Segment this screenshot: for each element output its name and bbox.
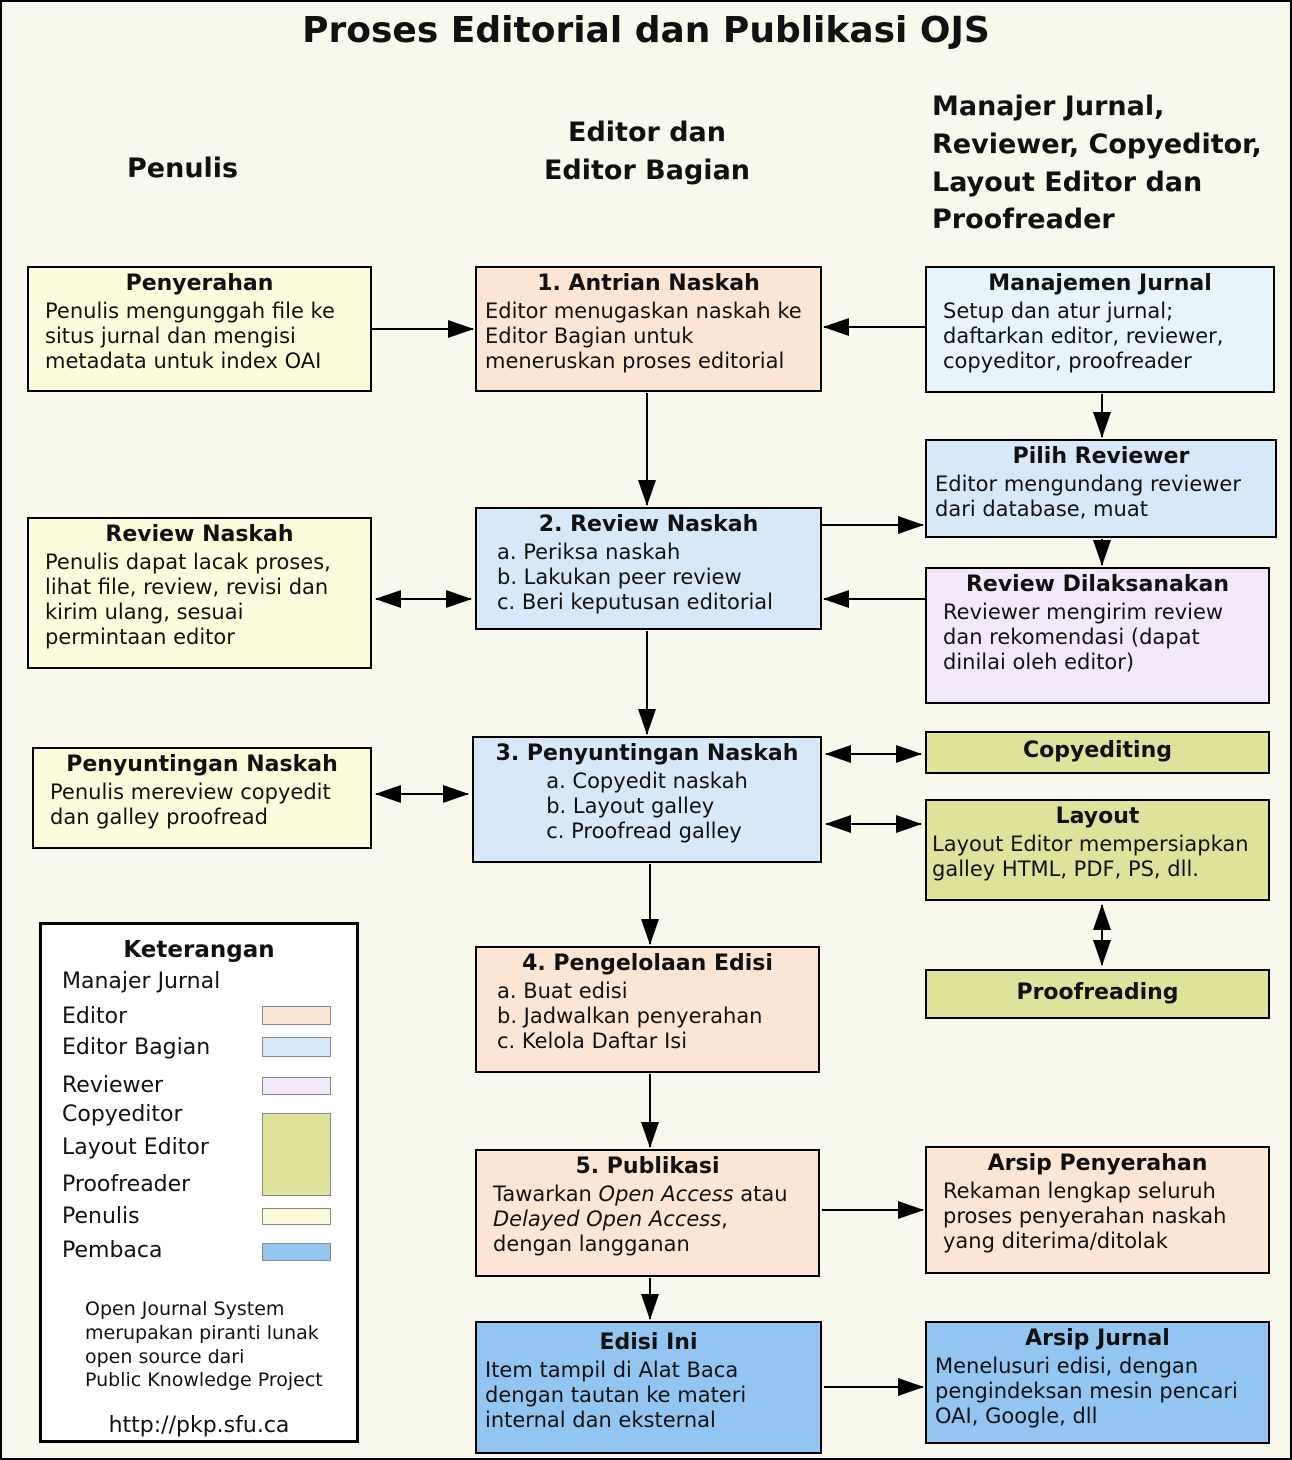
box-body: Reviewer mengirim review dan rekomendasi… <box>943 599 1224 674</box>
box-penyuntingan-penulis: Penyuntingan Naskah Penulis mereview cop… <box>32 747 372 849</box>
box-manajemen-jurnal: Manajemen Jurnal Setup dan atur jurnal; … <box>925 266 1275 393</box>
box-review-dilaksanakan: Review Dilaksanakan Reviewer mengirim re… <box>925 567 1270 704</box>
legend-url: http://pkp.sfu.ca <box>108 1413 290 1438</box>
box-title: Penyuntingan Naskah <box>66 752 338 777</box>
box-title: Review Dilaksanakan <box>965 572 1230 597</box>
box-title: Arsip Penyerahan <box>987 1151 1208 1176</box>
box-title: Copyediting <box>1022 738 1173 763</box>
column-header-manajer: Manajer Jurnal, Reviewer, Copyeditor, La… <box>932 91 1262 236</box>
box-title: Pilih Reviewer <box>1012 444 1190 469</box>
box-body: Menelusuri edisi, dengan pengindeksan me… <box>935 1353 1238 1428</box>
legend-label-layout-editor: Layout Editor <box>62 1135 209 1160</box>
box-list: a. Periksa naskah b. Lakukan peer review… <box>485 540 812 616</box>
box-title: 3. Penyuntingan Naskah <box>495 741 799 766</box>
box-layout: Layout Layout Editor mempersiapkan galle… <box>925 799 1270 901</box>
box-body: Penulis mengunggah file ke situs jurnal … <box>45 298 335 373</box>
legend-label-editor-bagian: Editor Bagian <box>62 1035 211 1060</box>
box-body: Setup dan atur jurnal; daftarkan editor,… <box>943 298 1224 373</box>
box-title: Review Naskah <box>105 522 294 547</box>
box-title: 5. Publikasi <box>575 1154 720 1179</box>
legend-swatch-pembaca <box>262 1243 331 1261</box>
box-title: Manajemen Jurnal <box>988 271 1212 296</box>
box-title: Proofreading <box>1016 980 1179 1005</box>
legend-label-pembaca: Pembaca <box>62 1238 163 1263</box>
box-copyediting: Copyediting <box>925 731 1270 774</box>
list-item: b. Jadwalkan penyerahan <box>497 1003 763 1028</box>
text-run: , <box>721 1206 728 1231</box>
page-title: Proses Editorial dan Publikasi OJS <box>302 10 990 51</box>
box-body: Editor menugaskan naskah ke Editor Bagia… <box>485 298 802 373</box>
box-body: Penulis dapat lacak proses, lihat file, … <box>45 549 331 650</box>
legend-swatch-editor <box>262 1006 331 1025</box>
box-list: a. Buat edisi b. Jadwalkan penyerahan c.… <box>485 979 810 1055</box>
column-header-editor: Editor dan Editor Bagian <box>543 117 751 186</box>
legend-title: Keterangan <box>123 937 275 963</box>
text-run-italic: Open Access <box>598 1181 734 1206</box>
text-run: dengan langganan <box>493 1231 690 1256</box>
legend-swatch-reviewer <box>262 1077 331 1095</box>
box-edisi-ini: Edisi Ini Item tampil di Alat Baca denga… <box>475 1321 822 1454</box>
box-body: Penulis mereview copyedit dan galley pro… <box>50 779 331 829</box>
box-title: Layout <box>1055 804 1140 829</box>
list-item: b. Lakukan peer review <box>497 564 742 589</box>
legend-swatch-editor-bagian <box>262 1037 331 1057</box>
box-penyuntingan-naskah: 3. Penyuntingan Naskah a. Copyedit naska… <box>472 736 822 863</box>
list-item: a. Buat edisi <box>497 978 628 1003</box>
box-body: Layout Editor mempersiapkan galley HTML,… <box>932 831 1249 881</box>
text-run: Tawarkan <box>493 1181 599 1206</box>
column-header-penulis: Penulis <box>127 153 239 184</box>
legend: Keterangan Manajer Jurnal Editor Editor … <box>39 922 359 1443</box>
list-item: a. Periksa naskah <box>497 539 681 564</box>
legend-label-copyeditor: Copyeditor <box>62 1102 183 1127</box>
list-item: b. Layout galley <box>546 793 715 818</box>
legend-footer: Open Journal System merupakan piranti lu… <box>85 1298 323 1392</box>
box-body: Editor mengundang reviewer dari database… <box>935 471 1241 521</box>
legend-swatch-copyeditor-layout-proofreader <box>262 1113 331 1196</box>
legend-label-manajer-jurnal: Manajer Jurnal <box>62 969 221 994</box>
legend-label-reviewer: Reviewer <box>62 1073 164 1098</box>
box-list: a. Copyedit naskah b. Layout galley c. P… <box>546 769 748 845</box>
box-antrian-naskah: 1. Antrian Naskah Editor menugaskan nask… <box>475 266 822 392</box>
box-title: Penyerahan <box>125 271 274 296</box>
box-body: Rekaman lengkap seluruh proses penyeraha… <box>943 1178 1227 1253</box>
box-review-naskah: 2. Review Naskah a. Periksa naskah b. La… <box>475 507 822 630</box>
list-item: a. Copyedit naskah <box>546 768 748 793</box>
box-review-naskah-penulis: Review Naskah Penulis dapat lacak proses… <box>27 517 372 669</box>
box-penyerahan: Penyerahan Penulis mengunggah file ke si… <box>27 266 372 392</box>
box-title: Arsip Jurnal <box>1025 1326 1170 1351</box>
box-pengelolaan-edisi: 4. Pengelolaan Edisi a. Buat edisi b. Ja… <box>475 946 820 1073</box>
text-run: atau <box>733 1181 788 1206</box>
box-title: 1. Antrian Naskah <box>537 271 760 296</box>
box-proofreading: Proofreading <box>925 969 1270 1019</box>
box-title: 4. Pengelolaan Edisi <box>522 951 773 976</box>
legend-label-proofreader: Proofreader <box>62 1172 191 1197</box>
box-title: 2. Review Naskah <box>538 512 759 537</box>
box-arsip-jurnal: Arsip Jurnal Menelusuri edisi, dengan pe… <box>925 1321 1270 1444</box>
text-run-italic: Delayed Open Access <box>493 1206 722 1231</box>
box-arsip-penyerahan: Arsip Penyerahan Rekaman lengkap seluruh… <box>925 1146 1270 1274</box>
list-item: c. Beri keputusan editorial <box>497 589 774 614</box>
list-item: c. Proofread galley <box>546 818 742 843</box>
legend-swatch-penulis <box>262 1208 331 1225</box>
legend-label-penulis: Penulis <box>62 1204 140 1229</box>
box-pilih-reviewer: Pilih Reviewer Editor mengundang reviewe… <box>925 439 1277 538</box>
list-item: c. Kelola Daftar Isi <box>497 1028 688 1053</box>
box-title: Edisi Ini <box>599 1330 698 1355</box>
box-body: Item tampil di Alat Baca dengan tautan k… <box>485 1357 747 1432</box>
legend-label-editor: Editor <box>62 1004 128 1029</box>
